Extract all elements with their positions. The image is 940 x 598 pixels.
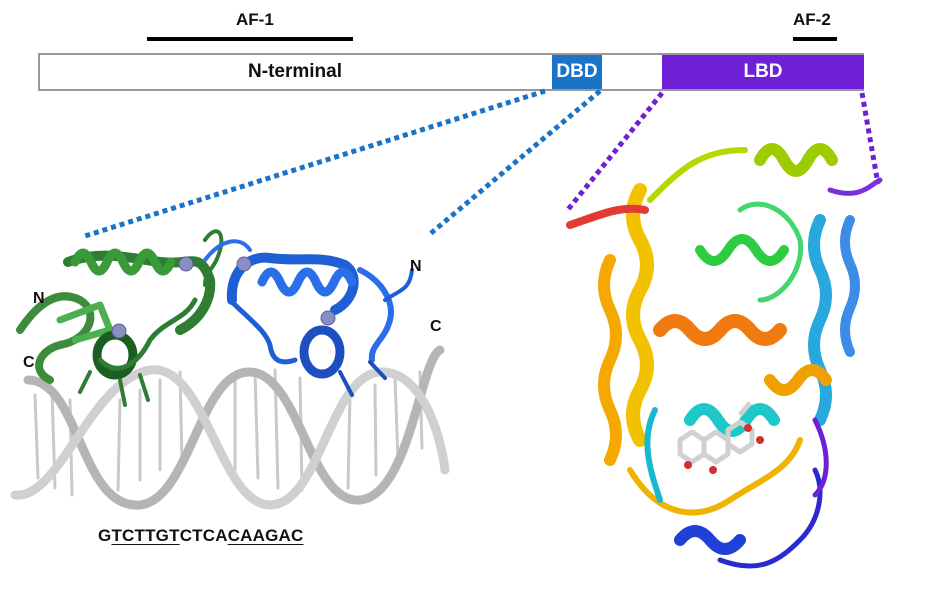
- sequence-spacer: CTCA: [179, 526, 228, 545]
- dbd-label: DBD: [556, 61, 598, 82]
- dna-sequence: GTCTTGTCTCACAAGAC: [98, 526, 304, 546]
- sequence-part-1: G: [98, 526, 112, 545]
- left-c-terminus-label: C: [23, 354, 35, 371]
- af1-bar: [147, 37, 353, 41]
- zinc-ions: [111, 256, 336, 339]
- lbd-domain: LBD: [662, 55, 864, 89]
- sequence-half-site-2: CAAGAC: [227, 526, 304, 545]
- sequence-half-site-1: TCTTGT: [111, 526, 180, 545]
- dna-helix: [10, 345, 450, 510]
- lbd-zoom-lines: [564, 91, 881, 214]
- lbd-structure: [566, 143, 883, 569]
- af2-label: AF-2: [793, 10, 831, 29]
- af1-label: AF-1: [236, 10, 274, 29]
- dbd-zoom-lines: [84, 88, 602, 239]
- right-n-terminus-label: N: [410, 258, 422, 275]
- right-c-terminus-label: C: [430, 318, 442, 335]
- dbd-domain: DBD: [552, 55, 602, 89]
- af2-bar: [793, 37, 837, 41]
- green-dbd-monomer: [16, 229, 224, 407]
- n-terminal-label: N-terminal: [248, 61, 342, 82]
- receptor-domain-bar: N-terminal DBD LBD: [38, 53, 864, 91]
- left-n-terminus-label: N: [33, 290, 45, 307]
- ligand-molecule: [677, 401, 764, 474]
- n-terminal-domain: N-terminal: [40, 55, 550, 89]
- lbd-label: LBD: [743, 61, 783, 82]
